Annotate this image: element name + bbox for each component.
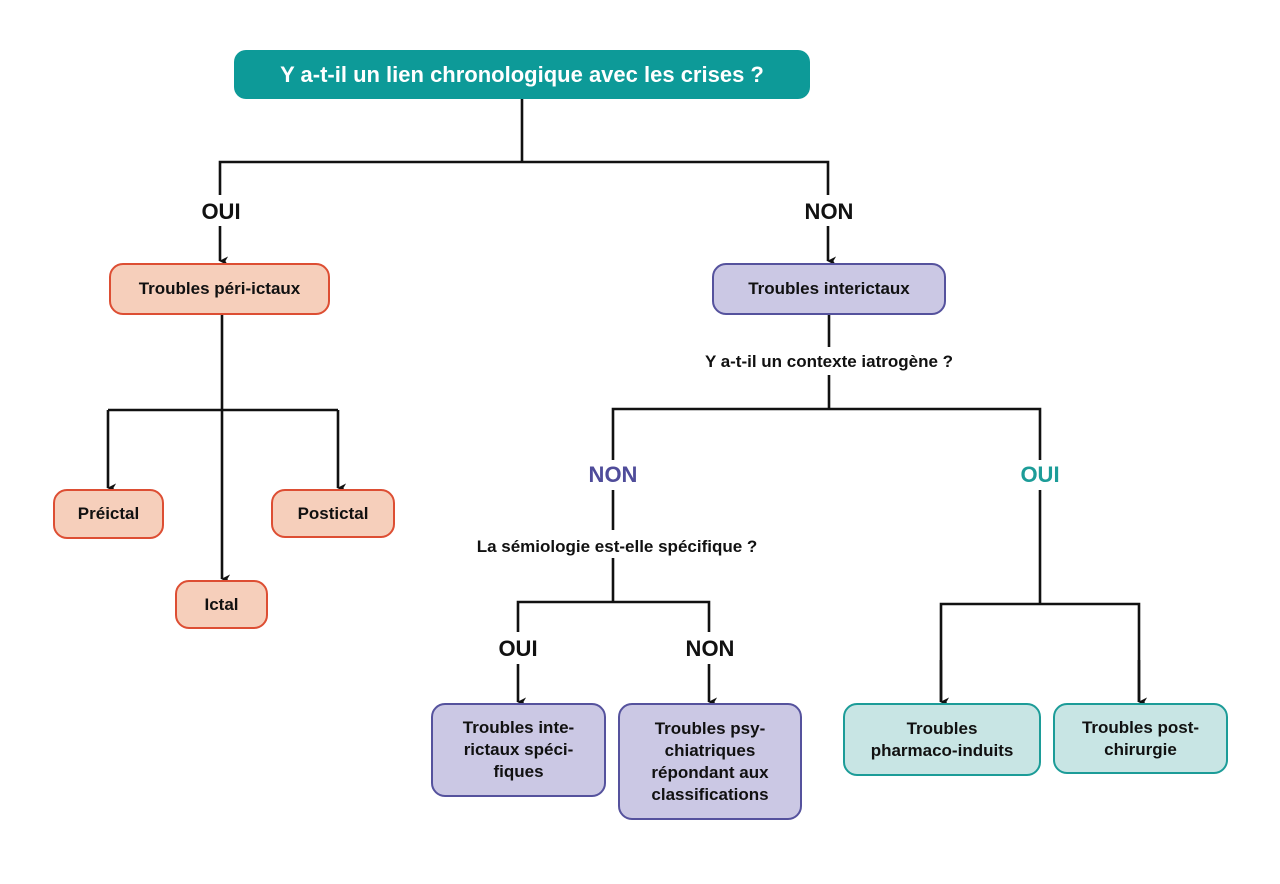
node-ictal: Ictal (175, 580, 268, 629)
root-question-text: Y a-t-il un lien chronologique avec les … (280, 61, 764, 87)
node-psychiatric-text: Troubles psy- chiatriques répondant aux … (651, 718, 769, 804)
connector-iatro-split (611, 407, 1042, 460)
node-peri-ictal: Troubles péri-ictaux (109, 263, 330, 315)
node-preictal: Préictal (53, 489, 164, 539)
branch-label-top-no: NON (802, 199, 856, 225)
node-psychiatric: Troubles psy- chiatriques répondant aux … (618, 703, 802, 820)
node-post-surgery: Troubles post- chirurgie (1053, 703, 1228, 774)
node-drug-induced-text: Troubles pharmaco-induits (870, 718, 1014, 760)
node-ictal-text: Ictal (204, 594, 239, 614)
node-postictal-text: Postictal (297, 503, 369, 523)
branch-label-top-yes: OUI (199, 199, 243, 225)
branch-label-iatro-no: NON (586, 462, 640, 488)
connector-oui-split (939, 602, 1141, 702)
branch-label-iatro-yes: OUI (1018, 462, 1062, 488)
node-interictal-text: Troubles interictaux (748, 279, 910, 298)
node-interictal-specific: Troubles inte- rictaux spéci- fiques (431, 703, 606, 797)
node-postictal: Postictal (271, 489, 395, 538)
connector-root-split (218, 160, 830, 195)
branch-label-semio-yes: OUI (496, 636, 540, 662)
root-question-box: Y a-t-il un lien chronologique avec les … (234, 50, 810, 99)
connector-semio-split (516, 600, 711, 632)
node-drug-induced: Troubles pharmaco-induits (843, 703, 1041, 776)
node-interictal-specific-text: Troubles inte- rictaux spéci- fiques (462, 718, 575, 781)
node-preictal-text: Préictal (77, 504, 140, 523)
question-semiology: La sémiologie est-elle spécifique ? (472, 537, 762, 557)
node-interictal: Troubles interictaux (712, 263, 946, 315)
branch-label-semio-no: NON (683, 636, 737, 662)
question-iatrogenic: Y a-t-il un contexte iatrogène ? (700, 352, 958, 372)
node-peri-ictal-text: Troubles péri-ictaux (138, 279, 301, 298)
node-post-surgery-text: Troubles post- chirurgie (1081, 717, 1200, 759)
